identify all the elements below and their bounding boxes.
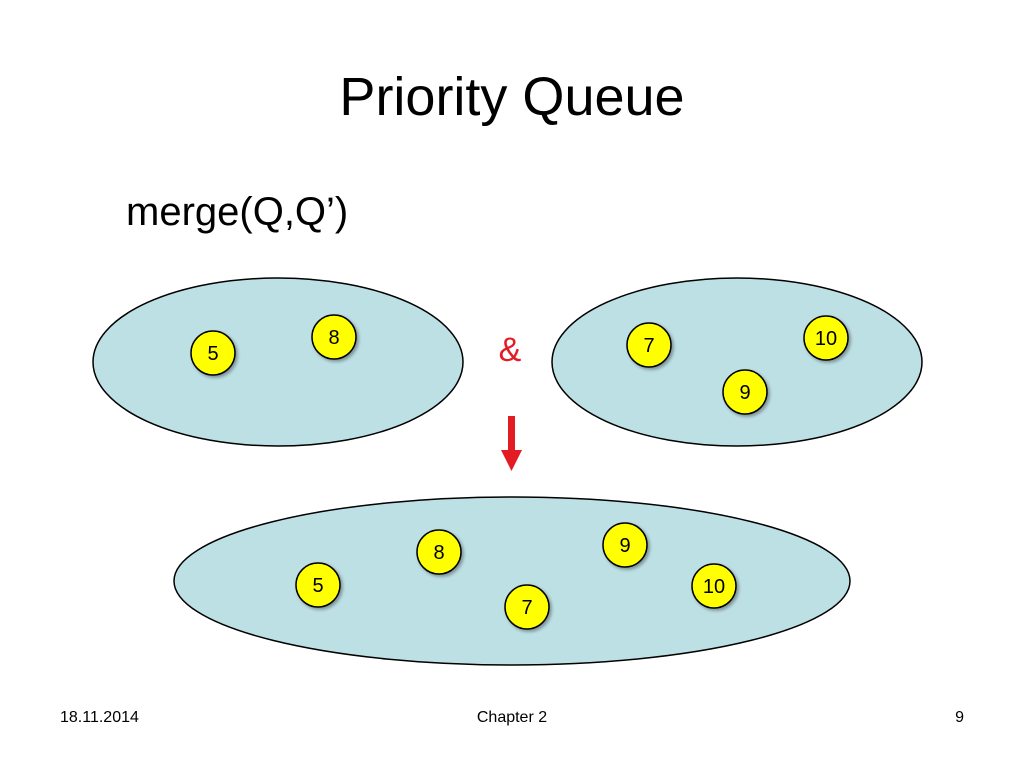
node-b-7: 7 — [626, 322, 672, 368]
down-arrow-icon — [501, 416, 522, 471]
node-b-7-label: 7 — [643, 335, 654, 357]
merge-operator: & — [499, 331, 522, 369]
node-m-9-label: 9 — [619, 535, 630, 557]
footer-chapter: Chapter 2 — [476, 709, 548, 726]
footer-page-number: 9 — [955, 709, 964, 726]
slide-subtitle: merge(Q,Q’) — [126, 190, 349, 234]
node-a-5: 5 — [190, 330, 236, 376]
node-b-10: 10 — [803, 315, 849, 361]
merged-queue: 8 9 5 10 7 — [173, 496, 851, 666]
node-m-8-label: 8 — [433, 542, 444, 564]
queue-b: 7 10 9 — [551, 277, 923, 447]
node-a-5-label: 5 — [207, 343, 218, 365]
node-b-10-label: 10 — [815, 328, 837, 350]
node-m-5-label: 5 — [312, 575, 323, 597]
node-m-9: 9 — [602, 522, 648, 568]
node-m-10-label: 10 — [703, 576, 725, 598]
queue-a-ellipse — [92, 277, 464, 447]
queue-b-ellipse — [551, 277, 923, 447]
merged-queue-ellipse — [173, 496, 851, 666]
node-m-5: 5 — [295, 562, 341, 608]
node-m-8: 8 — [416, 529, 462, 575]
slide-title: Priority Queue — [339, 67, 685, 127]
node-m-10: 10 — [691, 563, 737, 609]
node-b-9-label: 9 — [739, 382, 750, 404]
footer-date: 18.11.2014 — [60, 709, 139, 726]
node-a-8-label: 8 — [328, 327, 339, 349]
node-m-7-label: 7 — [521, 597, 532, 619]
node-m-7: 7 — [504, 584, 550, 630]
node-a-8: 8 — [311, 314, 357, 360]
node-b-9: 9 — [722, 369, 768, 415]
queue-a: 5 8 — [92, 277, 464, 447]
